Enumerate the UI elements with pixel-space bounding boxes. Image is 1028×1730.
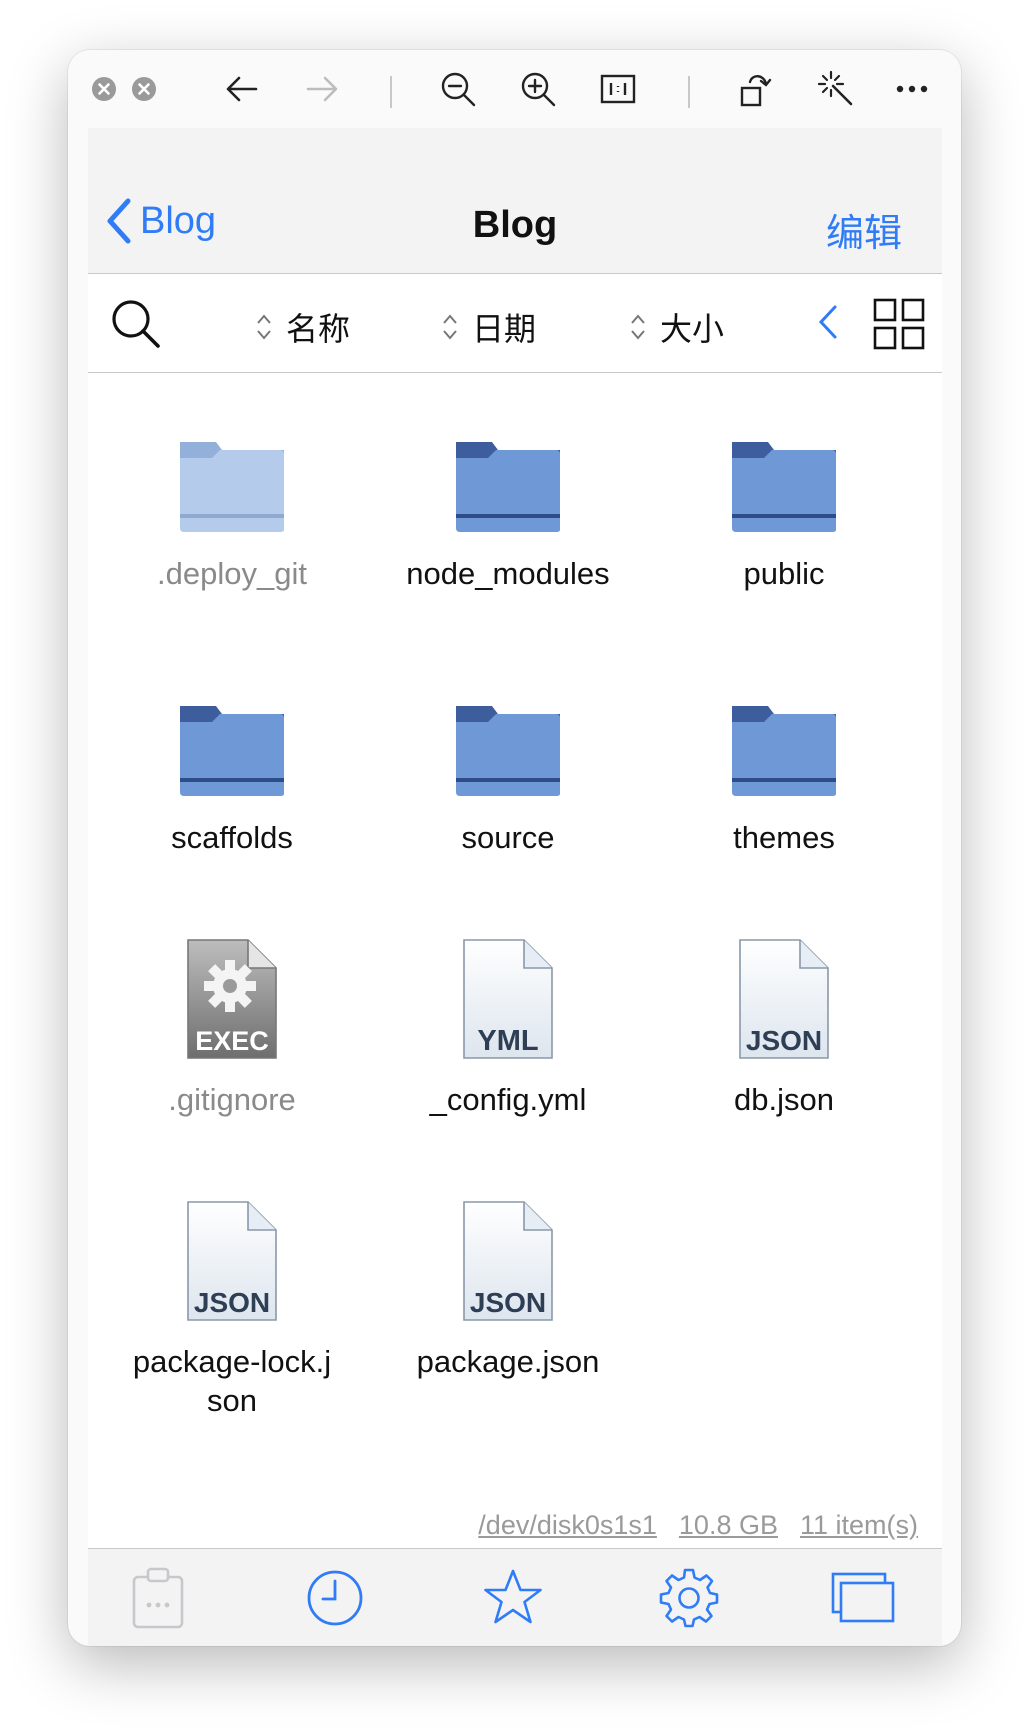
chevron-left-icon: [818, 305, 837, 339]
file-name: db.json: [734, 1082, 834, 1117]
sort-arrows-icon: [443, 314, 457, 340]
document-file-icon: JSON: [186, 1194, 278, 1322]
executable-file-icon: EXEC: [186, 932, 278, 1060]
folder-icon: [176, 406, 288, 534]
star-icon: [484, 1569, 542, 1624]
back-button[interactable]: Blog: [106, 198, 216, 244]
minimize-icon[interactable]: [122, 67, 166, 111]
file-name: themes: [733, 820, 835, 855]
folder-icon: [728, 670, 840, 798]
viewer-window: Blog Blog 编辑 名称 日期 大小: [68, 50, 961, 1646]
zoom-out-icon[interactable]: [436, 67, 480, 111]
file-item[interactable]: node_modules: [378, 406, 638, 593]
file-item[interactable]: public: [654, 406, 914, 593]
file-item[interactable]: source: [378, 670, 638, 857]
document-file-icon: JSON: [462, 1194, 554, 1322]
file-name: source: [461, 820, 555, 855]
sort-by-name-button[interactable]: 名称: [256, 304, 350, 350]
file-item[interactable]: themes: [654, 670, 914, 857]
sort-by-date-button[interactable]: 日期: [442, 304, 536, 350]
file-name: scaffolds: [171, 820, 293, 855]
windows-icon: [831, 1572, 895, 1623]
navigation-bar: Blog Blog 编辑: [88, 128, 942, 274]
chevron-left-icon: [107, 198, 131, 244]
file-item[interactable]: JSON db.json: [654, 932, 914, 1119]
svg-text:EXEC: EXEC: [195, 1026, 269, 1056]
file-item[interactable]: JSON package.json: [378, 1194, 638, 1381]
tab-recent[interactable]: [300, 1563, 370, 1633]
file-item[interactable]: scaffolds: [102, 670, 362, 857]
file-name: _config.yml: [429, 1082, 587, 1117]
tab-windows[interactable]: [828, 1563, 898, 1633]
svg-text:YML: YML: [477, 1025, 538, 1057]
folder-icon: [728, 406, 840, 534]
free-space-link[interactable]: 10.8 GB: [678, 1510, 778, 1540]
file-item[interactable]: JSON package-lock.json: [102, 1194, 362, 1420]
back-arrow-icon[interactable]: [220, 67, 264, 111]
folder-icon: [452, 670, 564, 798]
status-line: /dev/disk0s1s1 10.8 GB 11 item(s): [478, 1510, 918, 1541]
tab-settings[interactable]: [654, 1563, 724, 1633]
svg-text:JSON: JSON: [194, 1287, 270, 1318]
more-icon[interactable]: [890, 67, 934, 111]
file-grid: .deploy_git node_modules public scaffolds so…: [88, 372, 942, 1432]
svg-text:JSON: JSON: [746, 1025, 822, 1056]
file-name: .deploy_git: [157, 556, 307, 591]
grid-view-button[interactable]: [873, 298, 925, 355]
collapse-sort-button[interactable]: [818, 304, 838, 345]
tab-bar: [88, 1548, 942, 1646]
document-file-icon: JSON: [738, 932, 830, 1060]
svg-text:JSON: JSON: [470, 1287, 546, 1318]
close-icon[interactable]: [82, 67, 126, 111]
sort-date-label: 日期: [472, 311, 537, 347]
file-item[interactable]: EXEC .gitignore: [102, 932, 362, 1119]
clipboard-icon: [132, 1567, 184, 1629]
zoom-in-icon[interactable]: [516, 67, 560, 111]
device-link[interactable]: /dev/disk0s1s1: [478, 1510, 657, 1540]
tab-favorites[interactable]: [478, 1563, 548, 1633]
sort-arrows-icon: [257, 314, 271, 340]
back-label: Blog: [140, 199, 217, 242]
clock-icon: [307, 1570, 363, 1626]
file-item[interactable]: .deploy_git: [102, 406, 362, 593]
grid-icon: [873, 298, 925, 350]
actual-size-icon[interactable]: [596, 67, 640, 111]
gear-icon: [659, 1568, 719, 1628]
search-button[interactable]: [110, 298, 162, 355]
file-name: node_modules: [406, 556, 610, 591]
folder-icon: [176, 670, 288, 798]
search-icon: [112, 300, 160, 348]
file-browser-screen: Blog Blog 编辑 名称 日期 大小: [88, 128, 942, 1646]
sort-arrows-icon: [631, 314, 645, 340]
tab-clipboard[interactable]: [123, 1563, 193, 1633]
sort-bar: 名称 日期 大小: [88, 274, 942, 373]
document-file-icon: YML: [462, 932, 554, 1060]
file-name: package.json: [416, 1344, 600, 1379]
file-name: package-lock.json: [132, 1344, 332, 1418]
page-title: Blog: [472, 204, 558, 246]
edit-button[interactable]: 编辑: [825, 213, 902, 255]
magic-wand-icon[interactable]: [814, 67, 858, 111]
viewer-toolbar: [68, 50, 961, 128]
file-item[interactable]: YML _config.yml: [378, 932, 638, 1119]
file-name: .gitignore: [168, 1082, 296, 1117]
folder-icon: [452, 406, 564, 534]
item-count-link[interactable]: 11 item(s): [799, 1510, 918, 1540]
forward-arrow-icon[interactable]: [300, 67, 344, 111]
sort-size-label: 大小: [660, 311, 725, 347]
rotate-icon[interactable]: [734, 67, 778, 111]
sort-name-label: 名称: [286, 311, 351, 347]
sort-by-size-button[interactable]: 大小: [630, 304, 724, 350]
file-name: public: [743, 556, 825, 591]
